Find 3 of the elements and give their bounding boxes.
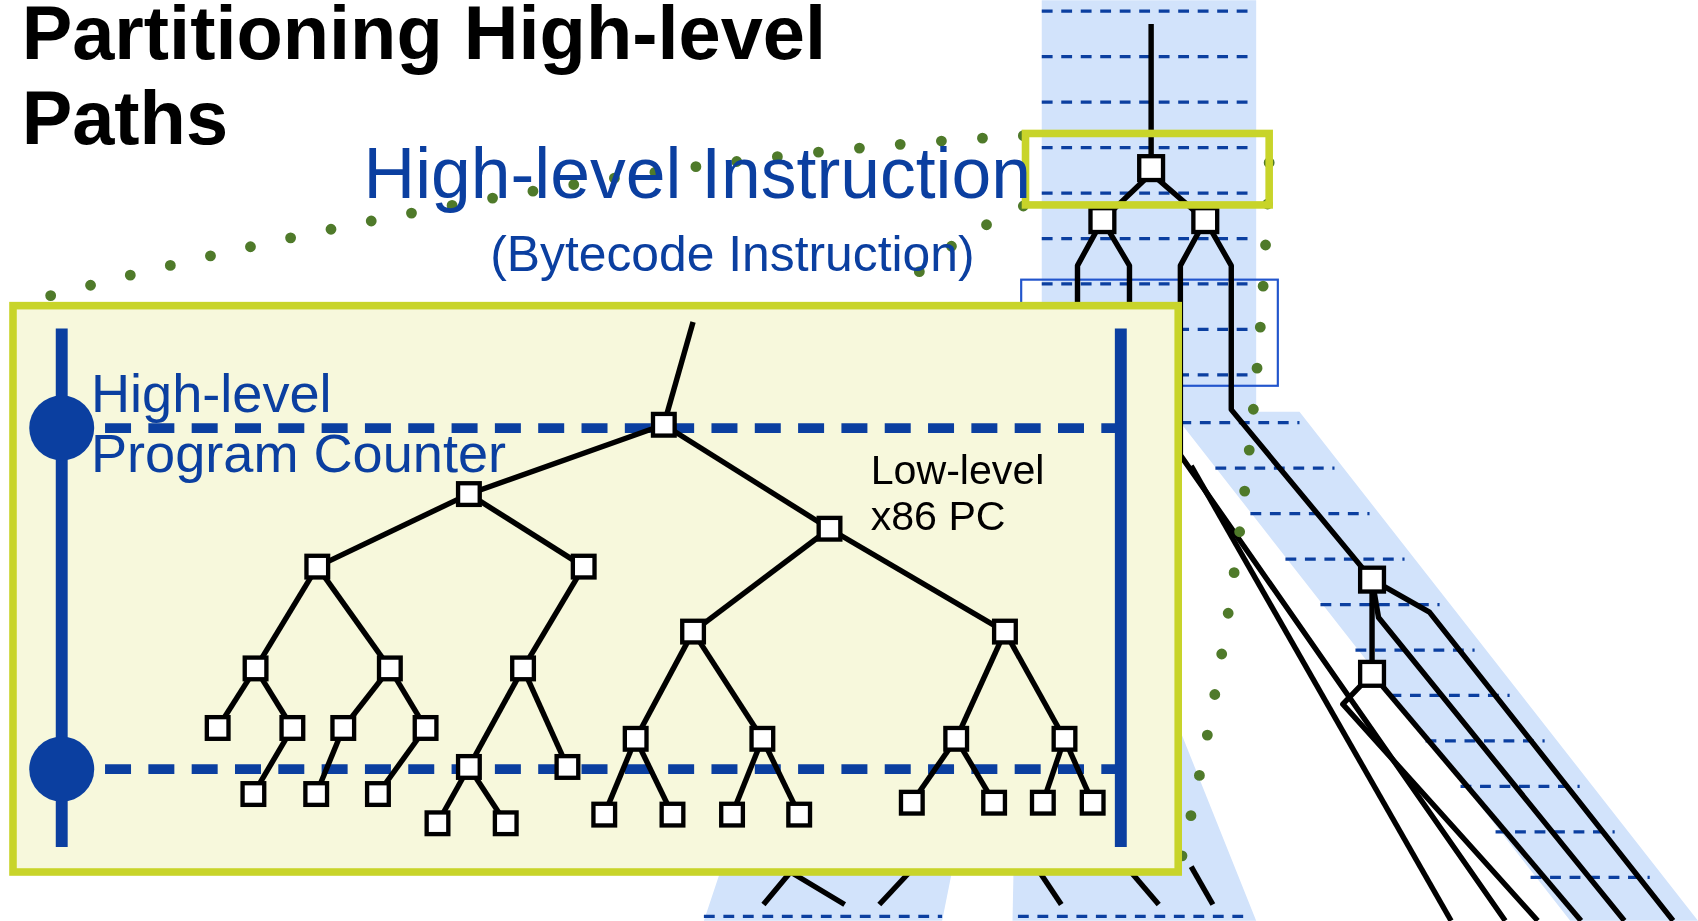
axis-label: High-level Program Counter [90,362,508,484]
axis-label: Low-level x86 PC [870,447,1046,540]
subheading-label: (Bytecode Instruction) [489,227,975,284]
